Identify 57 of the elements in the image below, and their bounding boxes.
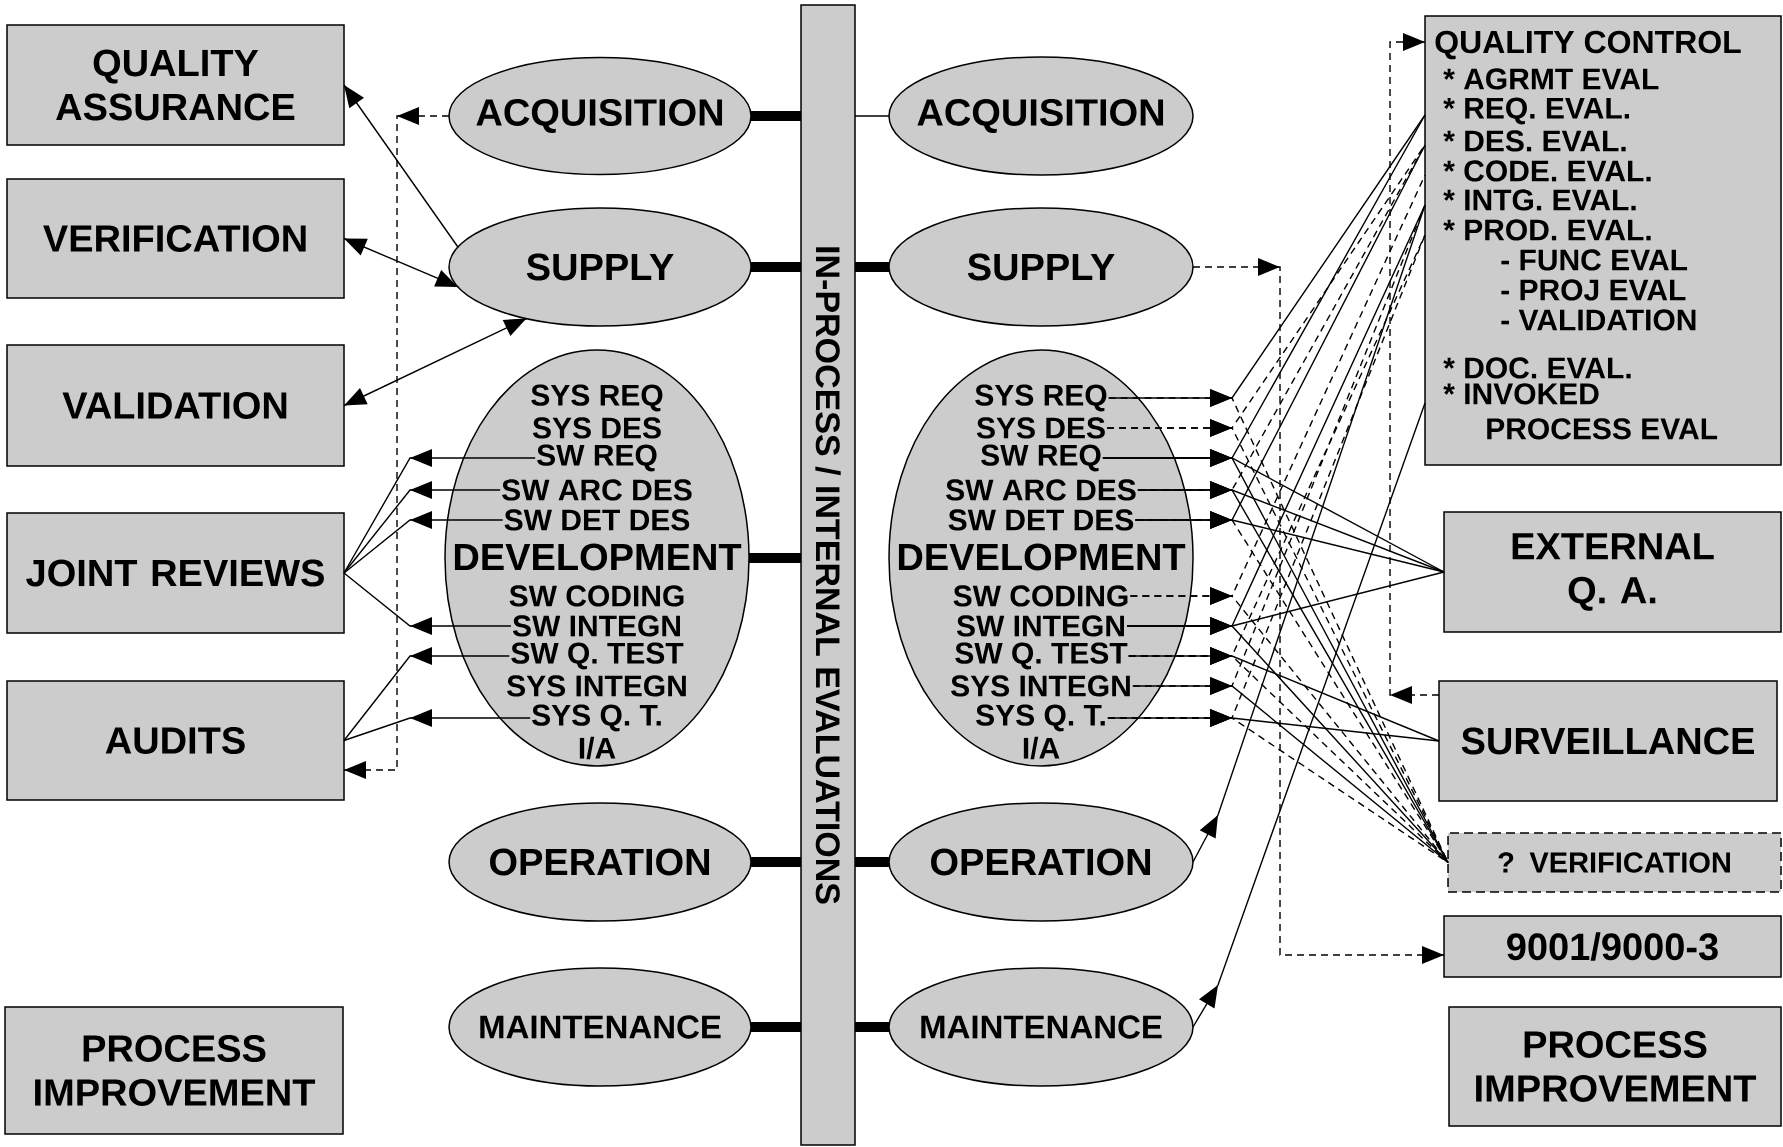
activity-label: I/A	[579, 736, 616, 760]
process-box: 9001/9000-3	[1443, 915, 1782, 978]
connector-bar	[749, 553, 801, 563]
activity-label: SW CODING	[953, 585, 1128, 607]
process-box: VALIDATION	[6, 344, 345, 467]
activity-label: SYS INTEGN	[951, 675, 1130, 697]
activity-label: SYS REQ	[975, 384, 1107, 412]
process-box: PROCESS IMPROVEMENT	[4, 1006, 344, 1135]
arrow	[343, 647, 511, 742]
activity-label: SW REQ	[537, 444, 657, 472]
process-box: QUALITY ASSURANCE	[6, 24, 345, 146]
activity-label: SW INTEGN	[956, 615, 1124, 637]
process-box: PROCESS IMPROVEMENT	[1448, 1006, 1782, 1127]
process-box: ? VERIFICATION	[1447, 832, 1782, 893]
activity-label: SYS REQ	[531, 384, 663, 412]
process-box: QUALITY CONTROL * AGRMT EVAL * REQ. EVAL. * DES. EVAL. * CODE. EVAL. * INTG. EVAL. * PROD. EVAL. - FUNC EVAL - PROJ EVAL - VALIDATION * DOC. EVAL. * INVOKED PROCESS EVAL	[1424, 15, 1782, 466]
activity-label: I/A	[1023, 736, 1060, 760]
evaluation-bar: IN-PROCESS / INTERNAL EVALUATIONS	[800, 4, 856, 1146]
activity-label: SYS DES	[532, 417, 661, 439]
activity-label: SYS Q. T.	[532, 704, 661, 732]
arrow	[343, 511, 504, 574]
process-box: EXTERNAL Q. A.	[1443, 511, 1782, 633]
activity-label: SW REQ	[981, 444, 1101, 472]
activity-label: SW ARC DES	[946, 479, 1136, 501]
activity-label: SW CODING	[509, 585, 684, 607]
activity-label: SYS Q. T.	[976, 704, 1105, 732]
activity-label: SYS DES	[976, 417, 1105, 439]
arrow	[1192, 402, 1426, 1028]
activity-label: SW Q. TEST	[511, 642, 684, 670]
activity-label: SW DET DES	[948, 509, 1134, 531]
connector-bar	[751, 1022, 801, 1032]
arrow	[1192, 204, 1426, 863]
activity-label: SW Q. TEST	[955, 642, 1128, 670]
activity-label: SW ARC DES	[502, 479, 692, 501]
activity-label: SYS INTEGN	[507, 675, 686, 697]
arrow	[343, 84, 459, 248]
connector-bar	[855, 262, 889, 272]
arrow	[1389, 33, 1440, 704]
arrow	[1192, 258, 1445, 964]
connector-bar	[751, 857, 801, 867]
arrow	[343, 572, 512, 635]
activity-label: SW INTEGN	[512, 615, 680, 637]
process-box: VERIFICATION	[6, 178, 345, 299]
connector-line	[854, 115, 890, 117]
process-box: JOINT REVIEWS	[6, 512, 345, 634]
connector-bar	[751, 111, 801, 121]
arrow	[343, 709, 531, 742]
process-box: AUDITS	[6, 680, 345, 801]
activity-label: SW DET DES	[504, 509, 690, 531]
arrow	[343, 481, 501, 574]
double-arrow	[343, 237, 459, 288]
double-arrow	[343, 317, 528, 407]
connector-bar	[855, 1022, 889, 1032]
connector-bar	[855, 857, 889, 867]
process-box: SURVEILLANCE	[1438, 680, 1778, 802]
arrow	[343, 107, 450, 779]
connector-bar	[751, 262, 801, 272]
